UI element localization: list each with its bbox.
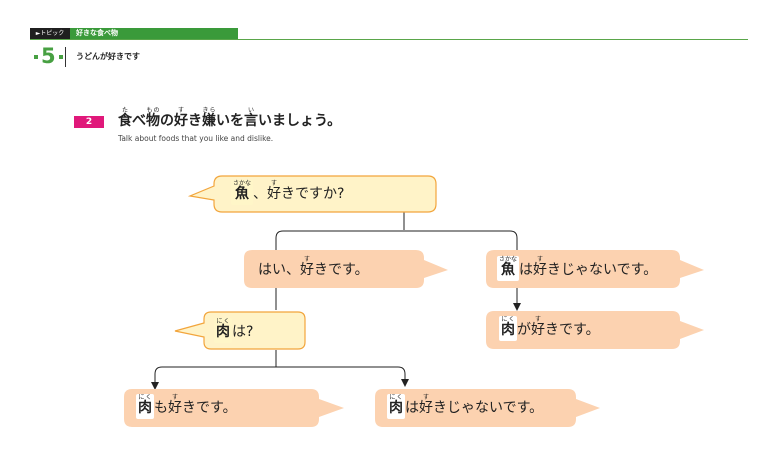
title-kanji: 嫌きら	[202, 107, 216, 129]
task-subtitle: Talk about foods that you like and disli…	[118, 134, 274, 143]
lesson-divider	[65, 47, 66, 67]
answer-meat-like-text: 肉にくが好すきです。	[499, 316, 600, 341]
title-kana: べ	[132, 113, 146, 129]
title-kanji: 好す	[174, 107, 188, 129]
question-meat-text: 肉にくは?	[214, 318, 253, 343]
title-kana: いを	[216, 113, 244, 129]
title-kanji: 食た	[118, 107, 132, 129]
header-rule	[30, 39, 748, 40]
answer-yes-text: はい、好すきです。	[258, 256, 369, 278]
question-fish-text: 魚さかな、好すきですか?	[231, 180, 344, 205]
title-kana: いましょう。	[258, 113, 342, 129]
topic-title: 好きな食べ物	[70, 28, 238, 39]
title-kana: の	[160, 113, 174, 129]
title-kanji: 物もの	[146, 107, 160, 129]
question-bubble-meat	[174, 311, 306, 350]
lesson-number: 5	[31, 44, 66, 68]
title-kana: き	[188, 113, 202, 129]
answer-bubble-no	[486, 250, 704, 288]
answer-bubble-meat-dislike	[375, 389, 600, 427]
connector-lines	[151, 212, 521, 390]
answer-meat-also-text: 肉にくも好すきです。	[136, 394, 237, 419]
task-number-badge: 2	[74, 116, 104, 128]
topic-tag: ►トピック	[30, 28, 70, 39]
answer-bubble-yes	[244, 250, 448, 288]
answer-meat-dislike-text: 肉にくは好すきじゃないです。	[387, 394, 543, 419]
task-title: 食たべ物ものの好すき嫌きらいを言いいましょう。	[118, 107, 341, 133]
answer-bubble-meat-like	[486, 311, 704, 349]
answer-bubble-meat-also	[124, 389, 344, 427]
title-kanji: 言い	[244, 107, 258, 129]
answer-no-text: 魚さかなは好すきじゃないです。	[497, 256, 657, 281]
lesson-title: うどんが好きです	[76, 52, 140, 61]
